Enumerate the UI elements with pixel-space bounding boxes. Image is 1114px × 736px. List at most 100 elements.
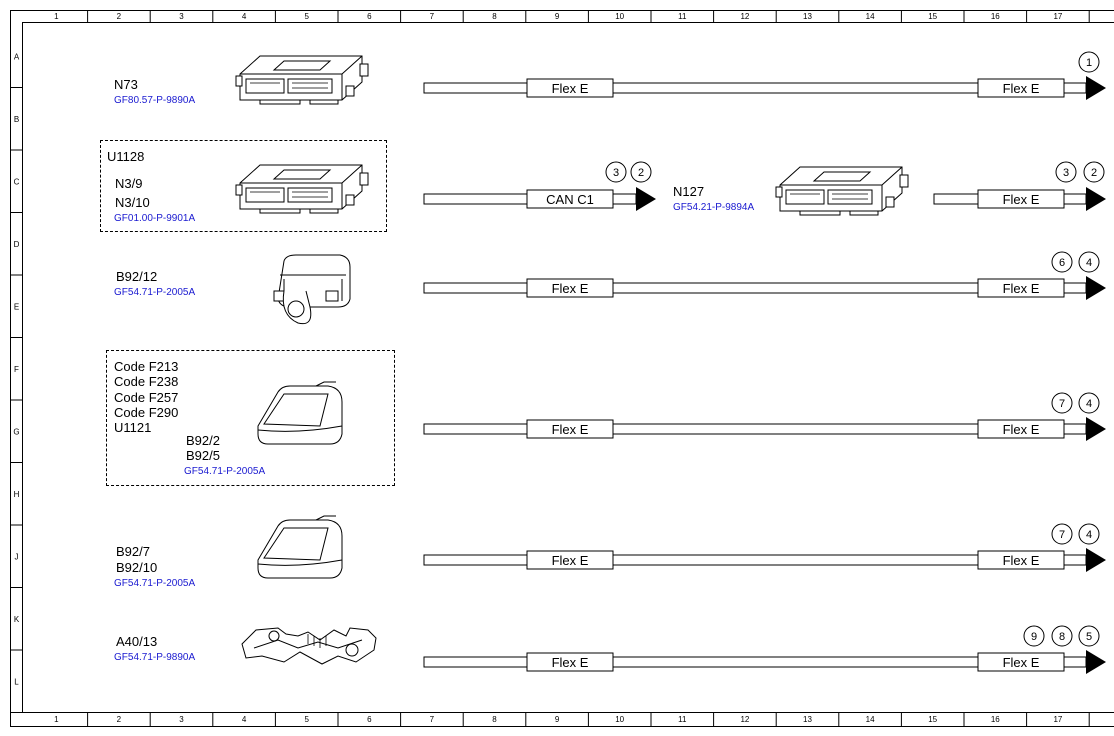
connector-marker[interactable] <box>605 161 627 183</box>
ruler-column-number: 16 <box>991 715 1000 724</box>
n73-reference[interactable]: GF80.57-P-9890A <box>114 95 196 106</box>
bus-label: Flex E <box>552 553 589 568</box>
bus-label-box <box>977 419 1065 439</box>
bus-label: Flex E <box>1003 281 1040 296</box>
n73-module-icon <box>235 55 369 105</box>
arrow-head <box>1086 650 1106 674</box>
n3-9-code: N3/9 <box>115 176 143 191</box>
bus-label-box <box>526 278 614 298</box>
connector-marker[interactable] <box>1078 625 1100 647</box>
ruler-row-letter: D <box>14 240 20 249</box>
n127-reference[interactable]: GF54.21-P-9894A <box>673 202 755 213</box>
connector-marker[interactable] <box>1051 251 1073 273</box>
condition-f257: Code F257 <box>114 390 179 405</box>
connector-marker-number: 1 <box>1086 57 1092 69</box>
connector-marker[interactable] <box>1078 523 1100 545</box>
ruler-column-number: 15 <box>928 12 937 21</box>
ruler-column-number: 8 <box>492 715 497 724</box>
connector-marker-number: 3 <box>613 167 619 179</box>
b92-7-code: B92/7 <box>116 544 150 559</box>
bus-label: Flex E <box>1003 655 1040 670</box>
a40-13-code: A40/13 <box>116 634 158 649</box>
ruler-column-number: 17 <box>1053 12 1062 21</box>
bus-label-box <box>977 652 1065 672</box>
b92-7-sensor-icon <box>257 515 343 579</box>
bus-label: Flex E <box>1003 422 1040 437</box>
connector-marker[interactable] <box>1083 161 1105 183</box>
b92-10-code: B92/10 <box>116 560 158 575</box>
connector-marker-number: 6 <box>1059 257 1065 269</box>
condition-u1121: U1121 <box>114 420 152 435</box>
condition-f290: Code F290 <box>114 405 179 420</box>
ruler-row-letter: F <box>14 365 19 374</box>
bus-label-box <box>526 419 614 439</box>
n3-reference[interactable]: GF01.00-P-9901A <box>114 213 196 224</box>
b92-12-reference[interactable]: GF54.71-P-2005A <box>114 287 196 298</box>
ruler-column-number: 14 <box>866 12 875 21</box>
a40-13-module-icon <box>241 627 377 665</box>
ruler-row-letter: C <box>14 177 20 186</box>
arrow-head <box>1086 417 1106 441</box>
bus-label-box <box>977 189 1065 209</box>
connector-marker-number: 9 <box>1031 631 1037 643</box>
ruler-column-number: 2 <box>117 715 122 724</box>
ruler-column-number: 9 <box>555 715 560 724</box>
n127-module-icon <box>775 166 909 216</box>
ruler-column-number: 6 <box>367 12 372 21</box>
ruler-column-number: 12 <box>740 715 749 724</box>
ruler-column-number: 8 <box>492 12 497 21</box>
ruler-column-number: 13 <box>803 715 812 724</box>
connector-marker[interactable] <box>1023 625 1045 647</box>
u1128-label: U1128 <box>107 149 145 164</box>
inner-border <box>22 22 1114 713</box>
a40-13-reference[interactable]: GF54.71-P-9890A <box>114 652 196 663</box>
ruler-row-letter: K <box>14 615 20 624</box>
ruler-column-number: 1 <box>54 715 59 724</box>
ruler-row-letter: J <box>15 552 19 561</box>
arrow-head <box>636 187 656 211</box>
connector-marker[interactable] <box>1051 523 1073 545</box>
condition-f213: Code F213 <box>114 359 179 374</box>
ruler-row-letter: L <box>14 677 19 686</box>
n73-code: N73 <box>114 77 138 92</box>
connector-marker-number: 4 <box>1086 257 1092 269</box>
connector-marker[interactable] <box>1078 51 1100 73</box>
ruler-column-number: 9 <box>555 12 560 21</box>
bus-label-box <box>977 278 1065 298</box>
ruler-column-number: 14 <box>866 715 875 724</box>
arrow-head <box>1086 276 1106 300</box>
ruler-column-number: 16 <box>991 12 1000 21</box>
connector-marker-number: 4 <box>1086 398 1092 410</box>
n127-code: N127 <box>673 184 705 199</box>
connector-marker[interactable] <box>1078 392 1100 414</box>
connector-marker[interactable] <box>1051 625 1073 647</box>
connector-marker[interactable] <box>1051 392 1073 414</box>
code-group-box <box>106 350 395 486</box>
ruler-column-number: 5 <box>304 715 309 724</box>
connector-marker-number: 2 <box>638 167 644 179</box>
b92-5-code: B92/5 <box>186 448 220 463</box>
bus-label: Flex E <box>1003 81 1040 96</box>
ruler-row-letter: H <box>14 490 20 499</box>
ruler-column-number: 11 <box>678 715 687 724</box>
connector-marker[interactable] <box>1078 251 1100 273</box>
ruler-row-letter: G <box>13 427 19 436</box>
ruler-column-number: 5 <box>304 12 309 21</box>
ruler-column-number: 1 <box>54 12 59 21</box>
b92-12-code: B92/12 <box>116 269 158 284</box>
ruler-column-number: 4 <box>242 715 247 724</box>
connector-marker[interactable] <box>1055 161 1077 183</box>
b92-2-reference[interactable]: GF54.71-P-2005A <box>184 466 266 477</box>
bus-label: Flex E <box>1003 553 1040 568</box>
bus-label: Flex E <box>552 422 589 437</box>
ruler-column-number: 7 <box>430 12 435 21</box>
ruler-column-number: 15 <box>928 715 937 724</box>
arrow-head <box>1086 187 1106 211</box>
b92-7-reference[interactable]: GF54.71-P-2005A <box>114 578 196 589</box>
connector-marker[interactable] <box>630 161 652 183</box>
arrow-head <box>1086 548 1106 572</box>
